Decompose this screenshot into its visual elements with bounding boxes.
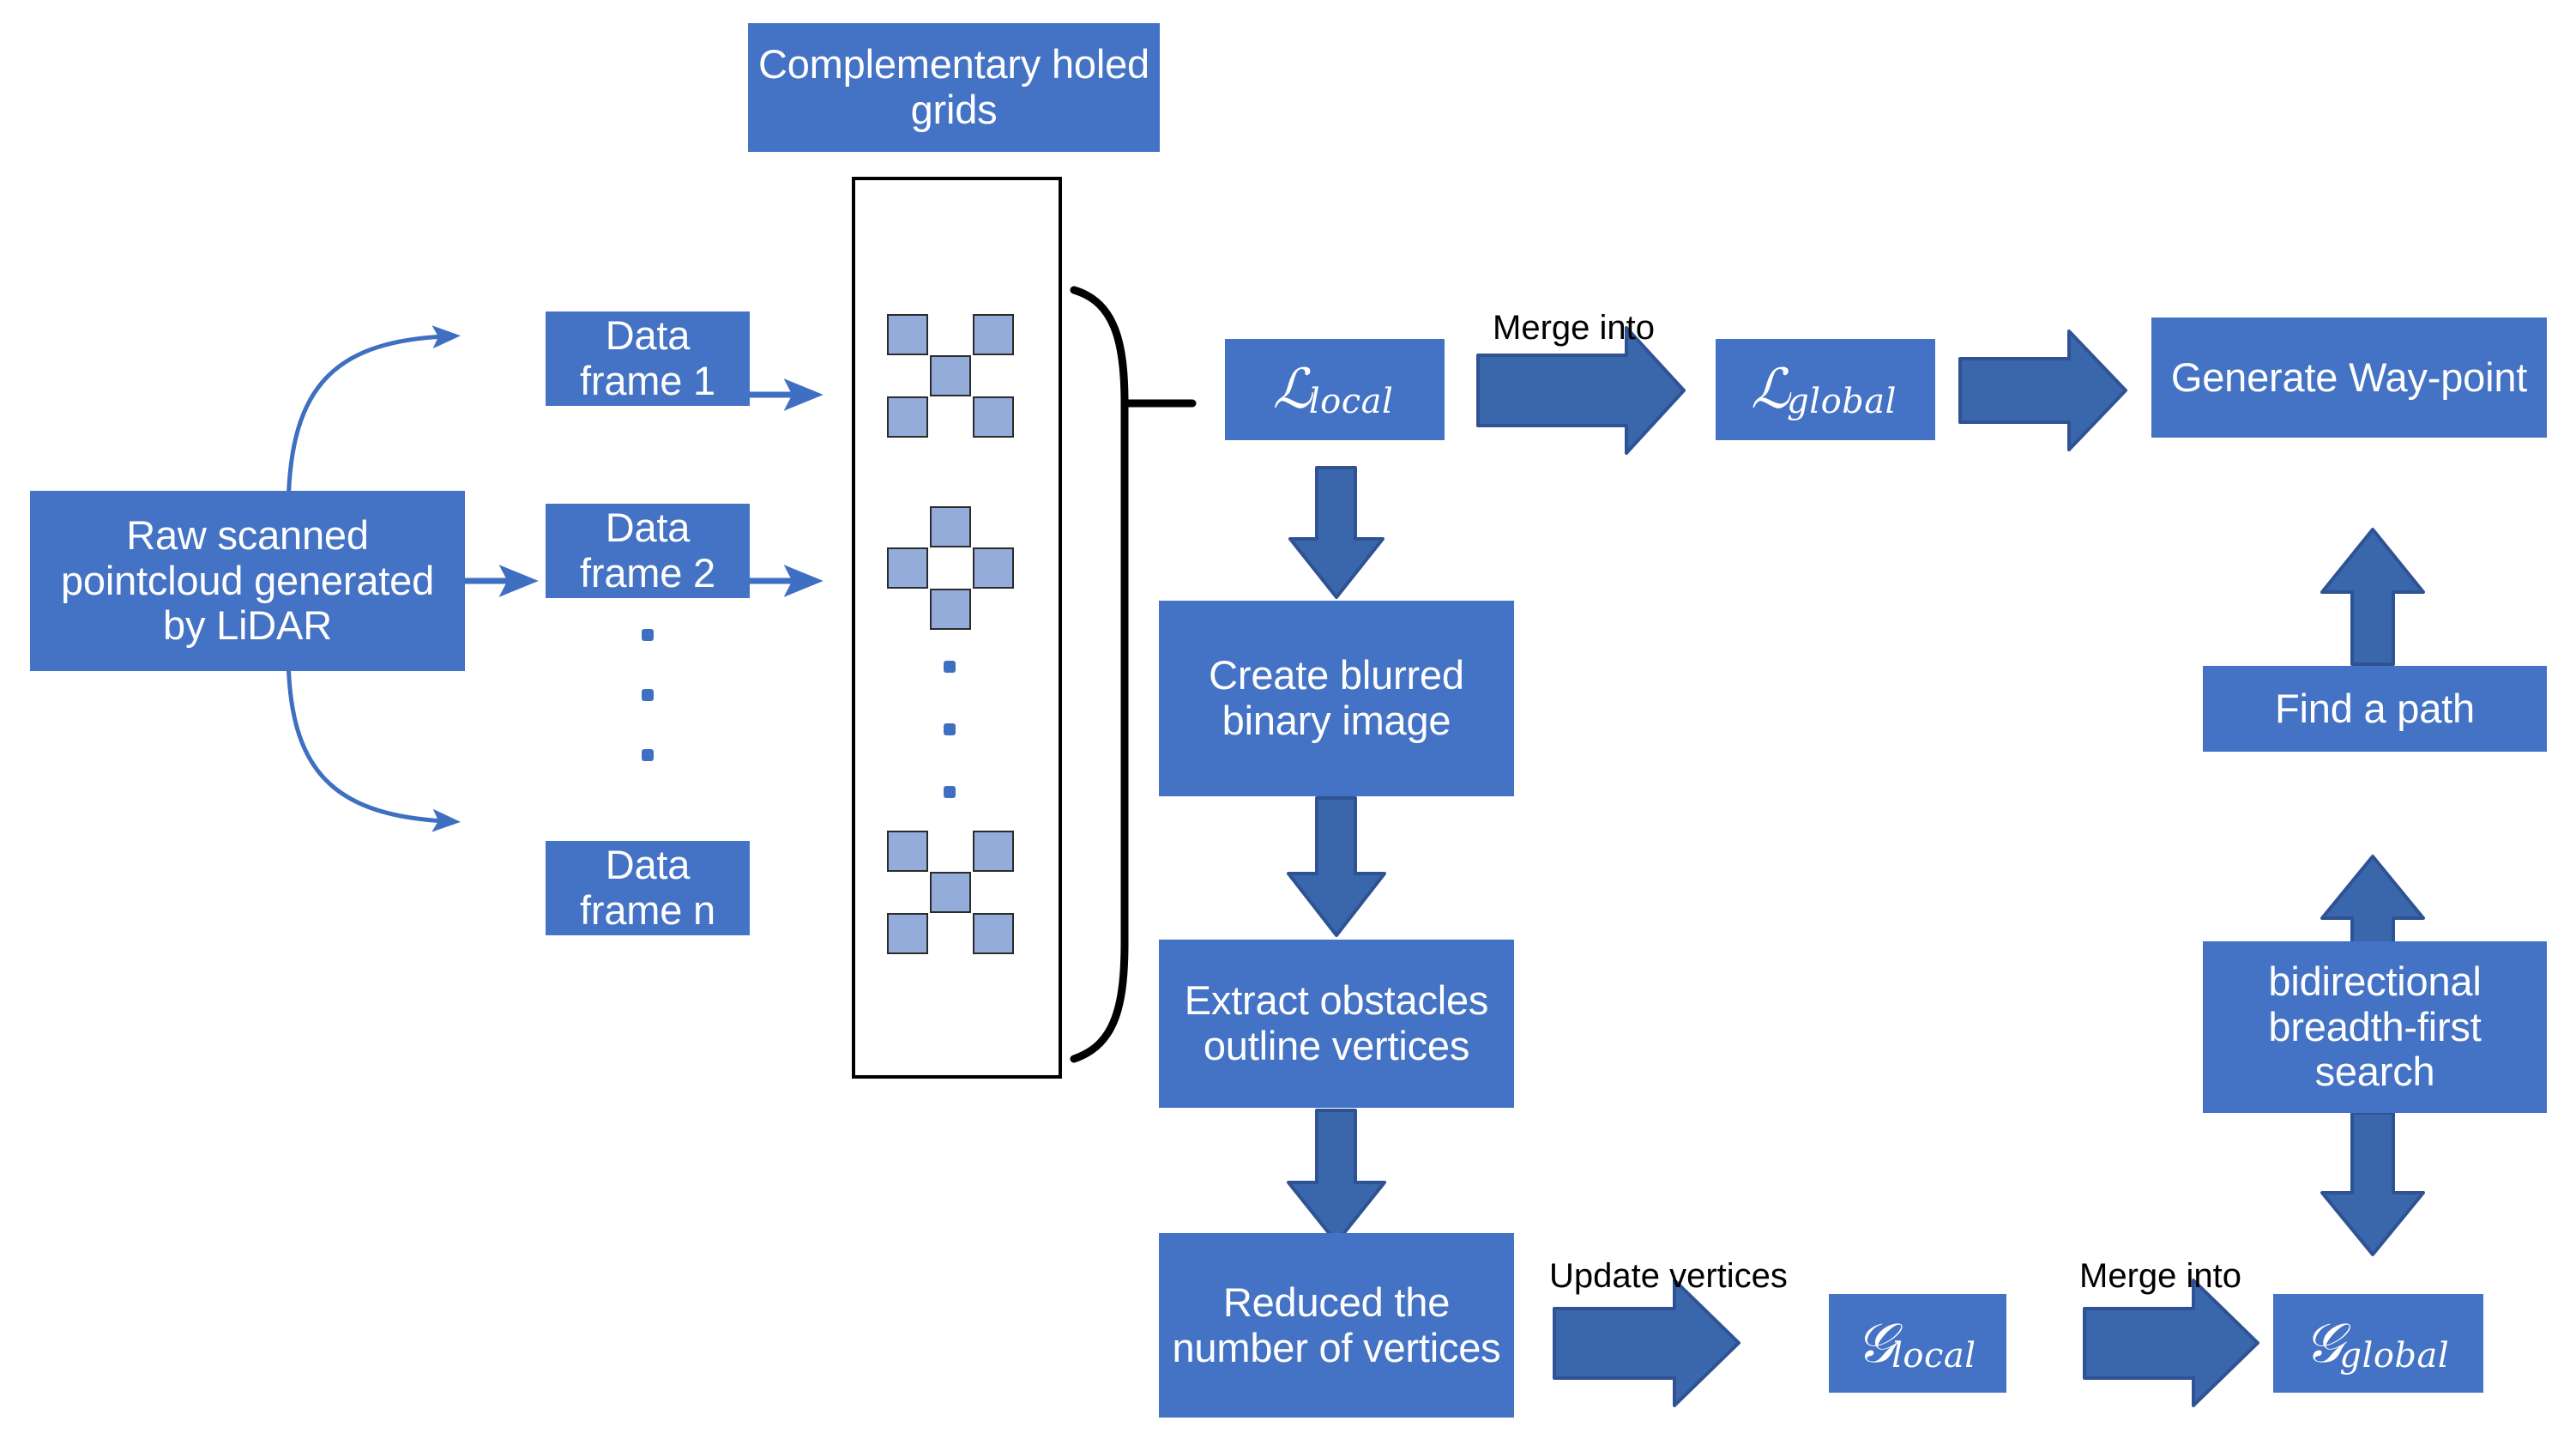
curved-arrow-to-frame-n — [286, 650, 461, 832]
g-global-symbol: 𝒢 — [2303, 1311, 2344, 1376]
ellipsis-dot-frames-3 — [642, 749, 654, 761]
grid1-cell-r2c2 — [973, 396, 1014, 438]
grid2-cell-r1c2 — [973, 547, 1014, 589]
node-reduced-vertices[interactable]: Reduced the number of vertices — [1159, 1233, 1514, 1418]
edge-label-update-vertices: Update vertices — [1549, 1257, 1788, 1295]
grid2-cell-r0c1 — [930, 506, 971, 547]
node-label: bidirectional breadth-first search — [2268, 958, 2482, 1095]
g-local-symbol: 𝒢 — [1855, 1311, 1896, 1376]
node-label: Data frame 1 — [580, 312, 715, 403]
gridn-cell-r0c0 — [887, 831, 928, 872]
gridn-cell-r0c2 — [973, 831, 1014, 872]
node-generate-waypoint[interactable]: Generate Way-point — [2151, 317, 2547, 438]
grid2-cell-r2c1 — [930, 589, 971, 630]
node-label: Create blurred binary image — [1209, 652, 1464, 743]
curved-arrow-to-frame-1 — [286, 325, 461, 516]
block-arrow-glocal-to-gglobal — [2083, 1279, 2259, 1407]
grid1-cell-r0c2 — [973, 314, 1014, 355]
node-label: Reduced the number of vertices — [1172, 1279, 1501, 1370]
node-raw-pointcloud[interactable]: Raw scanned pointcloud generated by LiDA… — [30, 491, 465, 671]
node-find-a-path[interactable]: Find a path — [2203, 666, 2547, 752]
node-data-frame-n[interactable]: Data frame n — [546, 841, 750, 935]
grid1-cell-r0c0 — [887, 314, 928, 355]
block-arrow-findpath-to-waypoint — [2320, 528, 2425, 666]
block-arrow-lglobal-to-waypoint — [1958, 330, 2127, 451]
g-local-subscript: local — [1891, 1335, 1976, 1376]
node-complementary-holed-grids[interactable]: Complementary holed grids — [748, 23, 1160, 152]
grid1-cell-r1c1 — [930, 355, 971, 396]
node-data-frame-1[interactable]: Data frame 1 — [546, 311, 750, 406]
ellipsis-dot-frames-2 — [642, 689, 654, 701]
edge-label-merge-into-bottom: Merge into — [2079, 1257, 2241, 1295]
grid2-cell-r1c0 — [887, 547, 928, 589]
node-label: Find a path — [2275, 685, 2475, 731]
node-create-blurred-binary-image[interactable]: Create blurred binary image — [1159, 601, 1514, 796]
g-global-subscript: global — [2339, 1335, 2450, 1376]
ellipsis-dot-grids-3 — [944, 786, 956, 798]
edge-label-merge-into-top: Merge into — [1493, 309, 1655, 347]
grids-container-outline — [852, 177, 1062, 1079]
block-arrow-bfs-down — [2320, 1111, 2425, 1256]
block-arrow-llocal-down — [1288, 466, 1385, 599]
gridn-cell-r2c2 — [973, 913, 1014, 954]
block-arrow-reduced-to-glocal — [1553, 1279, 1740, 1407]
l-global-symbol: ℒ — [1751, 358, 1791, 421]
node-bidirectional-bfs[interactable]: bidirectional breadth-first search — [2203, 941, 2547, 1113]
block-arrow-extract-down — [1287, 1109, 1386, 1244]
l-local-subscript: local — [1308, 382, 1394, 421]
ellipsis-dot-frames-1 — [642, 629, 654, 641]
l-global-subscript: global — [1787, 382, 1897, 421]
ellipsis-dot-grids-2 — [944, 723, 956, 735]
l-local-symbol: ℒ — [1272, 358, 1312, 421]
gridn-cell-r2c0 — [887, 913, 928, 954]
node-data-frame-2[interactable]: Data frame 2 — [546, 504, 750, 598]
gridn-cell-r1c1 — [930, 872, 971, 913]
block-arrow-blurred-down — [1287, 796, 1386, 937]
node-label: Generate Way-point — [2170, 354, 2528, 400]
node-label: Complementary holed grids — [758, 41, 1149, 132]
ellipsis-dot-grids-1 — [944, 661, 956, 673]
grid1-cell-r2c0 — [887, 396, 928, 438]
node-label: Extract obstacles outline vertices — [1184, 977, 1489, 1068]
node-extract-obstacles[interactable]: Extract obstacles outline vertices — [1159, 940, 1514, 1108]
node-label: Data frame 2 — [580, 505, 715, 596]
node-label: Raw scanned pointcloud generated by LiDA… — [60, 512, 435, 649]
node-label: Data frame n — [580, 842, 715, 933]
